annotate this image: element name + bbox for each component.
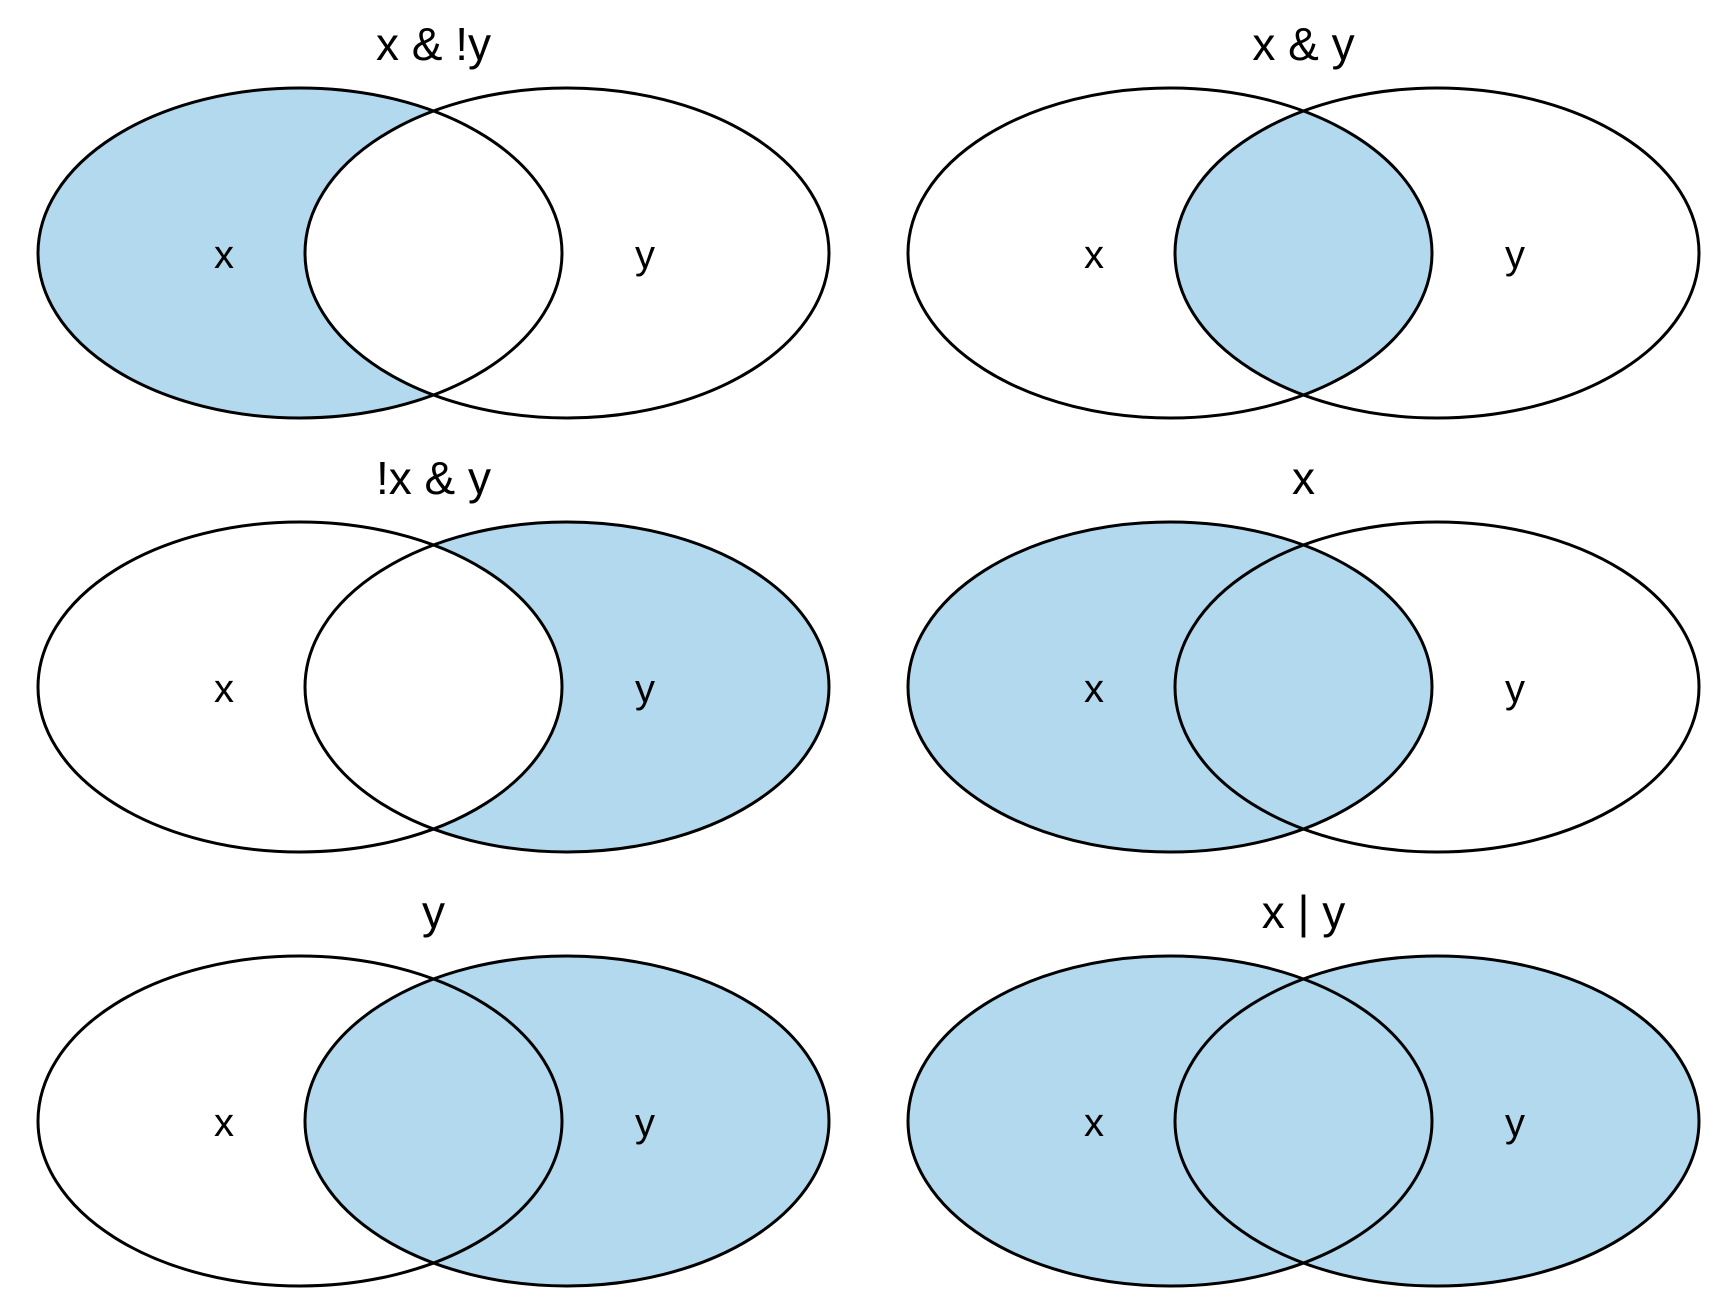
venn-panel: x & y x y: [906, 18, 1701, 420]
venn-panel: x | y x y: [906, 886, 1701, 1288]
set-x-outline: [36, 86, 564, 420]
region-overlap: [305, 88, 562, 418]
set-x-outline: [906, 86, 1434, 420]
venn-panel: x & !y x y: [36, 18, 831, 420]
venn-panel: y x y: [36, 886, 831, 1288]
set-label-x: x: [1084, 233, 1104, 277]
region-overlap: [1175, 522, 1432, 852]
region-overlap: [1175, 956, 1432, 1286]
set-x-outline: [906, 954, 1434, 1288]
set-y-outline: [1173, 86, 1701, 420]
set-label-x: x: [214, 667, 234, 711]
panel-title: x | y: [1262, 886, 1346, 938]
set-label-y: y: [1505, 667, 1525, 711]
set-label-x: x: [1084, 667, 1104, 711]
venn-panel: x x y: [906, 452, 1701, 854]
set-label-y: y: [1505, 233, 1525, 277]
set-x-outline: [36, 520, 564, 854]
set-label-y: y: [635, 233, 655, 277]
region-overlap: [1175, 88, 1432, 418]
set-y-outline: [1173, 954, 1701, 1288]
region-overlap: [305, 956, 562, 1286]
set-label-y: y: [635, 667, 655, 711]
set-x-outline: [906, 520, 1434, 854]
panel-title: y: [422, 886, 445, 938]
set-y-outline: [303, 954, 831, 1288]
panel-title: x: [1292, 452, 1315, 504]
set-x-outline: [36, 954, 564, 1288]
panel-title: x & !y: [376, 18, 491, 70]
panel-title: x & y: [1252, 18, 1354, 70]
set-y-outline: [1173, 520, 1701, 854]
set-label-x: x: [214, 1101, 234, 1145]
region-overlap: [305, 522, 562, 852]
set-label-x: x: [214, 233, 234, 277]
set-label-y: y: [635, 1101, 655, 1145]
venn-panel: !x & y x y: [36, 452, 831, 854]
set-label-y: y: [1505, 1101, 1525, 1145]
set-label-x: x: [1084, 1101, 1104, 1145]
set-y-outline: [303, 86, 831, 420]
panel-title: !x & y: [376, 452, 491, 504]
set-y-outline: [303, 520, 831, 854]
